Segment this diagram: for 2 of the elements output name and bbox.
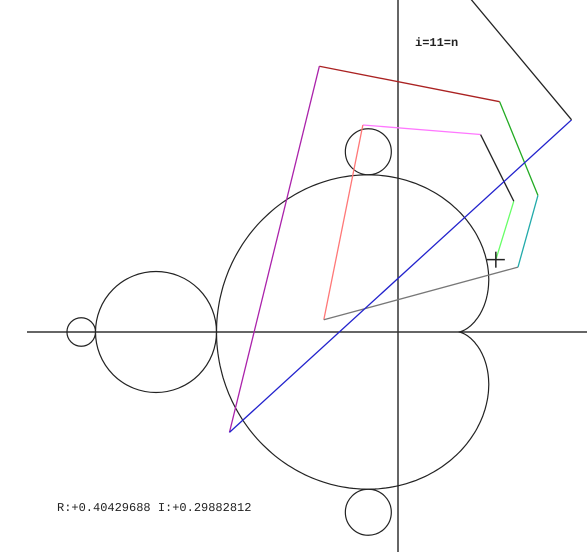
coordinate-label: i=11=n (415, 37, 458, 49)
coordinate-label: R:+0.40429688 I:+0.29882812 (57, 502, 252, 514)
